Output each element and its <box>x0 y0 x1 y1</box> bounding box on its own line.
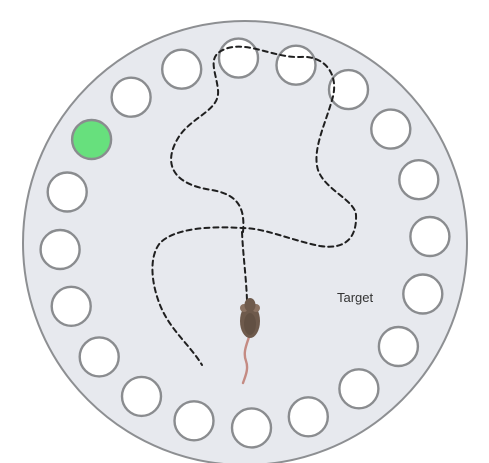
escape-hole <box>50 285 92 327</box>
mouse-head <box>244 298 256 312</box>
mouse-body <box>240 304 260 338</box>
escape-hole <box>120 375 163 418</box>
escape-hole <box>275 44 317 86</box>
mouse-icon <box>240 298 260 385</box>
escape-hole <box>78 336 120 378</box>
escape-hole <box>398 158 440 201</box>
escape-hole <box>217 37 260 79</box>
escape-hole <box>327 68 370 111</box>
escape-hole <box>46 171 88 213</box>
escape-hole <box>287 396 329 438</box>
escape-hole <box>230 407 273 449</box>
escape-hole <box>110 76 152 118</box>
escape-hole <box>39 228 81 271</box>
escape-hole <box>338 368 380 410</box>
mouse-tail <box>241 335 251 385</box>
escape-hole <box>370 108 412 150</box>
escape-hole <box>160 48 203 90</box>
target-label: Target <box>337 290 374 305</box>
mouse-path-trace <box>151 45 358 366</box>
arena-platform <box>22 20 468 463</box>
mouse-back-shading <box>244 313 256 335</box>
escape-hole <box>409 215 451 258</box>
escape-hole <box>402 273 444 315</box>
escape-holes <box>39 37 451 449</box>
target-hole <box>70 118 113 161</box>
escape-hole <box>377 325 420 368</box>
escape-hole <box>173 400 215 442</box>
